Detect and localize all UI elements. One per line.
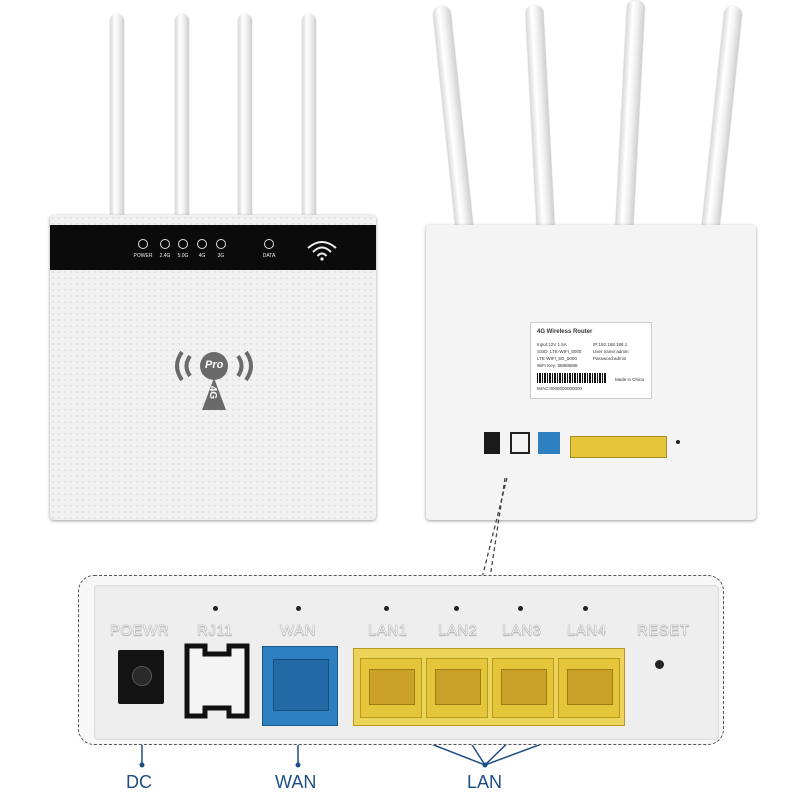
sticker-title: 4G Wireless Router: [537, 329, 593, 335]
callout-lan: LAN: [467, 772, 503, 792]
led-label: DATA: [262, 253, 276, 259]
lan-socket: [369, 669, 415, 705]
indicator-dot-rj11: [213, 606, 218, 611]
indicator-dot-wan: [296, 606, 301, 611]
signal-3g-icon: [216, 239, 226, 249]
led-label: POWER: [133, 253, 153, 259]
wifi-24-icon: [160, 239, 170, 249]
led-label: 3G: [217, 253, 225, 259]
callout-dc: DC: [126, 772, 152, 792]
sticker-left-column: Input:12V 1.5A SSID: LTE-WIFI_5000 LTE-W…: [537, 341, 581, 369]
dc-jack-pin: [132, 666, 152, 686]
sticker-barcode: [537, 373, 607, 383]
wan-port-socket: [273, 659, 329, 711]
sticker-line: WiFi Key: 88888888: [537, 363, 578, 368]
indicator-dot-lan4: [583, 606, 588, 611]
front-antenna-1: [110, 14, 124, 219]
mini-reset-hole: [676, 440, 680, 444]
pro-4g-logo: [175, 350, 253, 410]
port-label-rj11: RJ11: [197, 622, 233, 639]
led-power: POWER: [128, 239, 158, 259]
sticker-line: Input:12V 1.5A: [537, 342, 567, 347]
lan-port-2: [426, 658, 488, 718]
wan-port: [262, 646, 338, 726]
led-3g: 3G: [206, 239, 236, 259]
port-label-lan1: LAN1: [368, 622, 408, 639]
led-4g: 4G: [187, 239, 217, 259]
mini-lan-ports: [570, 436, 667, 458]
lan-socket: [501, 669, 547, 705]
port-label-lan2: LAN2: [438, 622, 478, 639]
sticker-origin: Made in China: [615, 377, 645, 382]
indicator-dot-lan3: [518, 606, 523, 611]
led-label: 5.0G: [177, 253, 189, 259]
lan-port-1: [360, 658, 422, 718]
port-label-power: POEWR: [110, 622, 170, 639]
led-data: DATA: [254, 239, 284, 259]
front-antenna-2: [175, 14, 189, 219]
port-label-reset: RESET: [637, 622, 690, 639]
callout-wan: WAN: [275, 772, 317, 792]
power-icon: [138, 239, 148, 249]
led-24g: 2.4G: [150, 239, 180, 259]
sticker-line: LTE-WIFI_5G_5000: [537, 356, 577, 361]
rj11-port: [184, 643, 250, 719]
reset-hole: [655, 660, 664, 669]
led-panel: POWER 2.4G 5.0G 4G 3G DATA: [50, 225, 376, 270]
dc-power-jack: [118, 650, 164, 704]
front-antenna-3: [238, 14, 252, 219]
led-label: 2.4G: [159, 253, 171, 259]
router-label-sticker: 4G Wireless Router Input:12V 1.5A SSID: …: [530, 322, 652, 399]
sticker-line: IP:192.168.188.1: [593, 342, 628, 347]
sticker-mac: IMAC:0000000000000: [537, 386, 583, 391]
lan-socket: [435, 669, 481, 705]
sticker-right-column: IP:192.168.188.1 User name:admin Passwor…: [593, 341, 629, 362]
logo-pro-text: Pro: [205, 359, 224, 371]
data-icon: [264, 239, 274, 249]
wifi-5g-icon: [178, 239, 188, 249]
port-label-lan4: LAN4: [567, 622, 607, 639]
sticker-line: SSID: LTE-WIFI_5000: [537, 349, 582, 354]
signal-4g-icon: [197, 239, 207, 249]
lan-port-3: [492, 658, 554, 718]
port-label-wan: WAN: [280, 622, 316, 639]
port-label-lan3: LAN3: [502, 622, 542, 639]
mini-dc-port: [484, 432, 500, 454]
wifi-icon: [307, 241, 337, 261]
mini-wan-port: [538, 432, 560, 454]
sticker-line: Password:admin: [593, 356, 627, 361]
front-antenna-4: [302, 14, 316, 219]
led-label: 4G: [198, 253, 206, 259]
indicator-dot-lan1: [384, 606, 389, 611]
led-5g: 5.0G: [168, 239, 198, 259]
front-router-body: POWER 2.4G 5.0G 4G 3G DATA: [50, 215, 376, 520]
indicator-dot-lan2: [454, 606, 459, 611]
mini-rj11-port: [510, 432, 530, 454]
lan-port-4: [558, 658, 620, 718]
sticker-line: User name:admin: [593, 349, 629, 354]
lan-socket: [567, 669, 613, 705]
